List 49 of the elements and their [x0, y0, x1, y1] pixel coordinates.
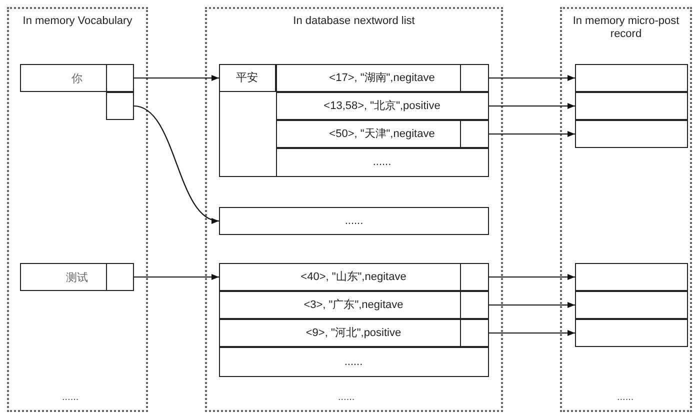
- cell-text: <9>, "河北",positive: [306, 326, 402, 340]
- arrow: [489, 102, 575, 110]
- table-frame: [219, 64, 489, 177]
- dotted-panel: [7, 7, 148, 412]
- table-cell: [20, 263, 134, 291]
- arrow: [489, 74, 575, 82]
- panel-title: In memory micro-post record: [572, 15, 680, 41]
- cell-text: 你: [72, 72, 82, 86]
- cell-text: <3>, "广东",negitave: [304, 298, 404, 312]
- table-cell: [219, 207, 489, 235]
- table-cell: [20, 64, 134, 92]
- pointer-cell: [575, 319, 688, 347]
- arrow: [134, 105, 220, 222]
- dotted-panel: [205, 7, 503, 412]
- arrow: [489, 274, 575, 280]
- pointer-cell: [106, 92, 134, 120]
- arrow: [489, 130, 575, 138]
- dotted-panel: [560, 7, 692, 412]
- cell-text: ......: [344, 215, 364, 227]
- cell-text: <40>, "山东",negitave: [300, 270, 406, 284]
- pointer-cell: [575, 291, 688, 319]
- table-cell: [218, 290, 488, 318]
- table-cell: [276, 92, 488, 120]
- table-cell: [276, 64, 488, 92]
- ellipsis-text: ......: [617, 392, 634, 403]
- cell-text: 平安: [236, 70, 258, 85]
- arrow: [489, 302, 575, 308]
- ellipsis-text: ......: [338, 392, 355, 403]
- ellipsis-text: ......: [62, 392, 79, 403]
- table-cell: [276, 148, 488, 176]
- table-cell: [218, 64, 276, 92]
- cell-text: ......: [344, 356, 363, 368]
- arrow: [489, 330, 575, 336]
- cell-text: <50>, "天津",negitave: [329, 127, 435, 141]
- cell-text: <17>, "湖南",negitave: [329, 71, 435, 85]
- panel-title: In database nextword list: [292, 15, 416, 28]
- cell-text: 测试: [66, 270, 88, 284]
- panel-title: In memory Vocabulary: [22, 15, 134, 28]
- arrow: [134, 74, 219, 82]
- arrow: [134, 274, 219, 280]
- cell-text: <13,58>, "北京",positive: [324, 98, 440, 113]
- cell-text: ......: [372, 156, 392, 168]
- pointer-cell: [575, 92, 688, 120]
- table-cell: [218, 262, 488, 290]
- pointer-cell: [575, 120, 688, 148]
- pointer-cell: [575, 263, 688, 291]
- table-cell: [218, 318, 488, 346]
- table-cell: [276, 120, 488, 148]
- pointer-cell: [575, 64, 688, 92]
